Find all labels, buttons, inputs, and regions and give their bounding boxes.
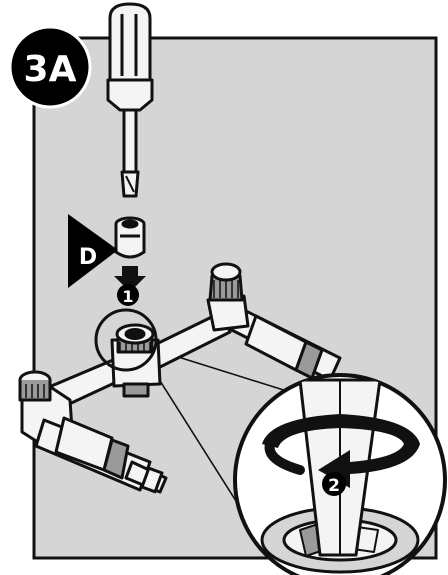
action-2-badge: [322, 472, 346, 496]
step-label: 3A: [24, 49, 77, 90]
part-d-label: D: [79, 245, 97, 270]
step-badge: 3A: [8, 25, 92, 109]
part-d-nozzle: [114, 216, 146, 259]
zoom-detail: 2: [233, 373, 447, 575]
action-2-label: 2: [328, 476, 340, 496]
target-circle: [94, 308, 158, 372]
thread-marks: [25, 280, 239, 398]
rotate-arrow-icon: [262, 414, 420, 488]
screwdriver-icon: [106, 2, 154, 198]
press-down-arrow-icon: [114, 266, 146, 292]
part-d-callout: D: [68, 214, 118, 288]
action-1-badge: 1: [117, 284, 139, 306]
pipe-manifold: [18, 262, 342, 494]
action-1-label: 1: [122, 287, 133, 306]
